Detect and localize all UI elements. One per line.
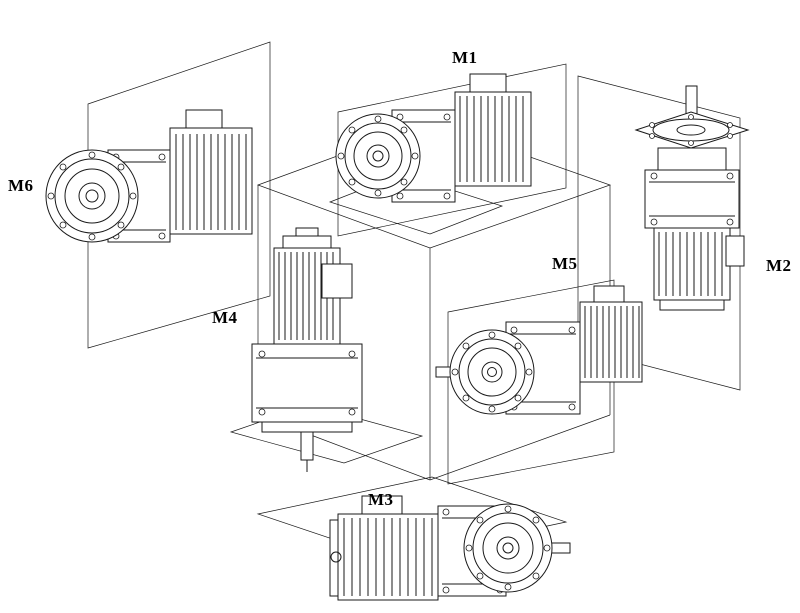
mounting-plane-m6 xyxy=(87,41,271,349)
label-m2: M2 xyxy=(766,256,792,275)
motor-m2-drawing xyxy=(634,85,750,311)
label-m4: M4 xyxy=(212,308,238,327)
motor-m4-drawing xyxy=(251,227,363,472)
motor-m3-drawing xyxy=(329,495,571,601)
label-m5: M5 xyxy=(552,254,578,273)
motor-m6-drawing xyxy=(45,109,253,243)
label-m1: M1 xyxy=(452,48,478,67)
label-m3: M3 xyxy=(368,490,394,509)
mounting-plane-m5 xyxy=(447,279,615,485)
motor-m5-drawing xyxy=(435,285,643,415)
label-m6: M6 xyxy=(8,176,34,195)
motor-m1-drawing xyxy=(335,73,532,203)
